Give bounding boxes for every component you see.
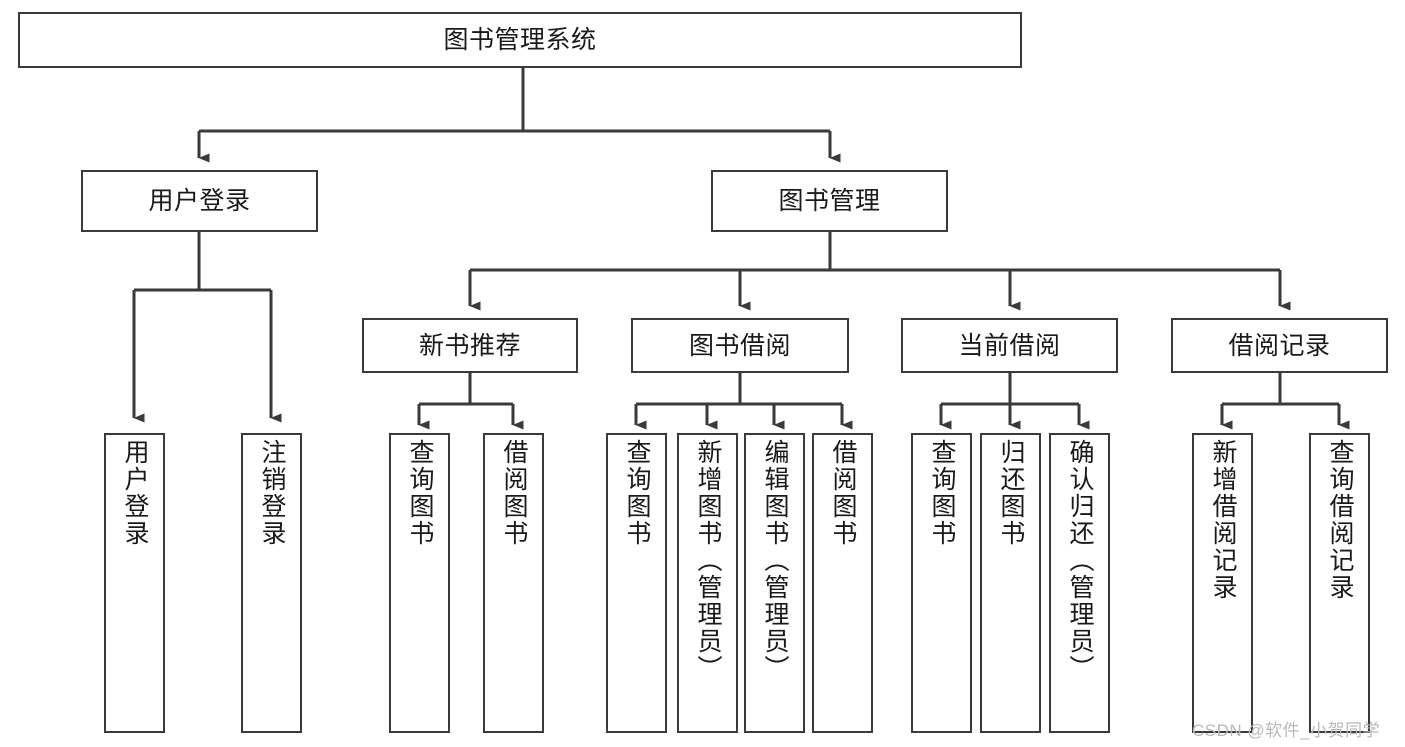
node-label: 图书管理系统: [443, 26, 597, 54]
node-label: 新书推荐: [418, 331, 521, 360]
node-leaf-query-book-1[interactable]: 查询图书: [389, 433, 450, 733]
node-leaf-add-borrow-record[interactable]: 新增借阅记录: [1192, 433, 1253, 733]
node-leaf-edit-book[interactable]: 编辑图书（管理员）: [744, 433, 805, 733]
node-label: 当前借阅: [958, 331, 1061, 360]
node-book-borrow[interactable]: 图书借阅: [631, 318, 849, 373]
node-new-book-recommend[interactable]: 新书推荐: [362, 318, 578, 373]
node-book-management[interactable]: 图书管理: [711, 170, 948, 232]
node-leaf-user-login[interactable]: 用户登录: [104, 433, 165, 733]
node-label: 图书管理: [778, 187, 881, 215]
node-leaf-query-borrow-record[interactable]: 查询借阅记录: [1309, 433, 1370, 733]
node-label: 借阅图书: [829, 439, 857, 547]
node-label: 查询图书: [928, 439, 956, 547]
node-label: 确认归还（管理员）: [1066, 439, 1094, 682]
node-leaf-return-book[interactable]: 归还图书: [980, 433, 1041, 733]
node-label: 用户登录: [148, 187, 251, 215]
node-root-system[interactable]: 图书管理系统: [18, 12, 1022, 68]
node-label: 查询图书: [623, 439, 651, 547]
node-leaf-borrow-book-2[interactable]: 借阅图书: [812, 433, 873, 733]
node-leaf-add-book[interactable]: 新增图书（管理员）: [677, 433, 738, 733]
node-borrow-record[interactable]: 借阅记录: [1171, 318, 1388, 373]
csdn-watermark: CSDN @软件_小贺同学: [1192, 721, 1381, 740]
node-label: 查询借阅记录: [1326, 439, 1354, 601]
node-label: 用户登录: [121, 439, 149, 547]
node-current-borrow[interactable]: 当前借阅: [901, 318, 1118, 373]
node-label: 查询图书: [406, 439, 434, 547]
node-label: 新增借阅记录: [1209, 439, 1237, 601]
node-label: 借阅记录: [1228, 331, 1331, 360]
node-user-login[interactable]: 用户登录: [81, 170, 318, 232]
node-label: 编辑图书（管理员）: [761, 439, 789, 682]
node-label: 新增图书（管理员）: [694, 439, 722, 682]
node-leaf-borrow-book-1[interactable]: 借阅图书: [483, 433, 544, 733]
node-leaf-query-book-2[interactable]: 查询图书: [606, 433, 667, 733]
node-label: 借阅图书: [500, 439, 528, 547]
node-label: 归还图书: [997, 439, 1025, 547]
node-leaf-logout-login[interactable]: 注销登录: [241, 433, 302, 733]
node-leaf-confirm-return[interactable]: 确认归还（管理员）: [1049, 433, 1110, 733]
node-leaf-query-book-3[interactable]: 查询图书: [911, 433, 972, 733]
node-label: 注销登录: [258, 439, 286, 547]
node-label: 图书借阅: [688, 331, 791, 360]
